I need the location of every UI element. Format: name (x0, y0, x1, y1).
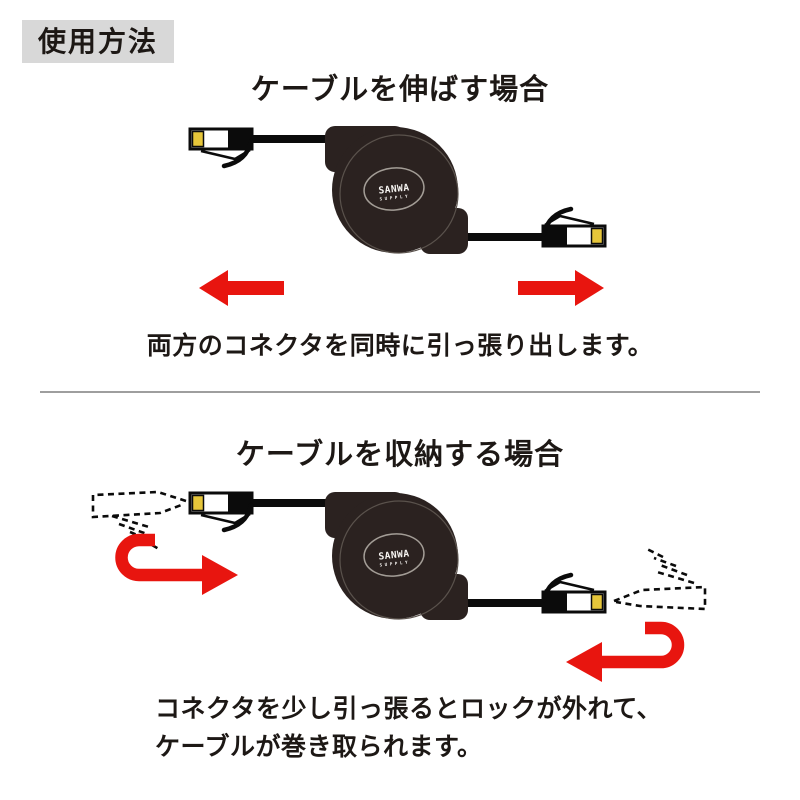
uturn-shaft (602, 621, 685, 669)
connector-clip (541, 572, 574, 603)
logo-ellipse (363, 533, 425, 577)
connector-boot (228, 129, 252, 149)
retract-caption-line2: ケーブルが巻き取られます。 (155, 733, 483, 761)
brand-name: SANWA (378, 548, 410, 562)
sanwa-logo: SANWA SUPPLY (363, 533, 425, 577)
hand-palm-outline (91, 490, 187, 519)
pull-arrow-left-icon (199, 270, 284, 306)
retract-caption-line1: コネクタを少し引っ張るとロックが外れて、 (155, 695, 663, 723)
extend-section-title: ケーブルを伸ばす場合 (250, 74, 550, 106)
uturn-head (202, 555, 238, 595)
rj45-connector-icon (188, 491, 254, 533)
reel-body (332, 127, 458, 253)
rewind-uturn-left-icon (566, 621, 685, 682)
pull-arrow-right-icon (518, 270, 604, 306)
extend-cable-illustration: SANWA SUPPLY (188, 126, 607, 306)
brand-sub: SUPPLY (379, 559, 410, 567)
brand-name: SANWA (378, 182, 410, 196)
rj45-connector-icon (541, 206, 607, 248)
retract-cable-illustration: SANWA SUPPLY (91, 490, 707, 682)
sanwa-logo: SANWA SUPPLY (363, 167, 425, 211)
cable-reel-icon: SANWA SUPPLY (325, 492, 468, 620)
hand-fingers-outline (646, 547, 695, 585)
retract-section-title: ケーブルを収納する場合 (235, 439, 565, 471)
rj45-connector-icon (188, 127, 254, 169)
uturn-head (566, 642, 602, 682)
connector-boot (543, 226, 567, 246)
hand-palm-outline (613, 585, 707, 611)
usage-method-badge: 使用方法 (22, 20, 175, 63)
logo-ellipse (363, 167, 425, 211)
reel-seam (339, 500, 459, 620)
section-divider (40, 391, 760, 393)
uturn-shaft (115, 533, 202, 582)
connector-tip (590, 593, 604, 611)
hand-fingers-outline (111, 514, 160, 551)
hand-outline-icon (613, 547, 707, 611)
connector-boot (543, 592, 567, 612)
connector-tip (191, 494, 205, 512)
reel-seam (339, 134, 459, 254)
rewind-uturn-right-icon (115, 533, 238, 595)
hand-outline-icon (91, 490, 187, 551)
reel-body (332, 493, 458, 619)
brand-sub: SUPPLY (379, 193, 410, 201)
extend-caption: 両方のコネクタを同時に引っ張り出します。 (146, 332, 654, 360)
retract-caption: コネクタを少し引っ張るとロックが外れて、ケーブルが巻き取られます。 (155, 690, 662, 766)
connector-tip (191, 130, 205, 148)
connector-clip (221, 502, 254, 533)
rj45-connector-icon (541, 572, 607, 614)
connector-tip (590, 227, 604, 245)
cable-reel-icon: SANWA SUPPLY (325, 126, 468, 254)
connector-clip (221, 138, 254, 169)
connector-clip (541, 206, 574, 237)
connector-boot (228, 493, 252, 513)
